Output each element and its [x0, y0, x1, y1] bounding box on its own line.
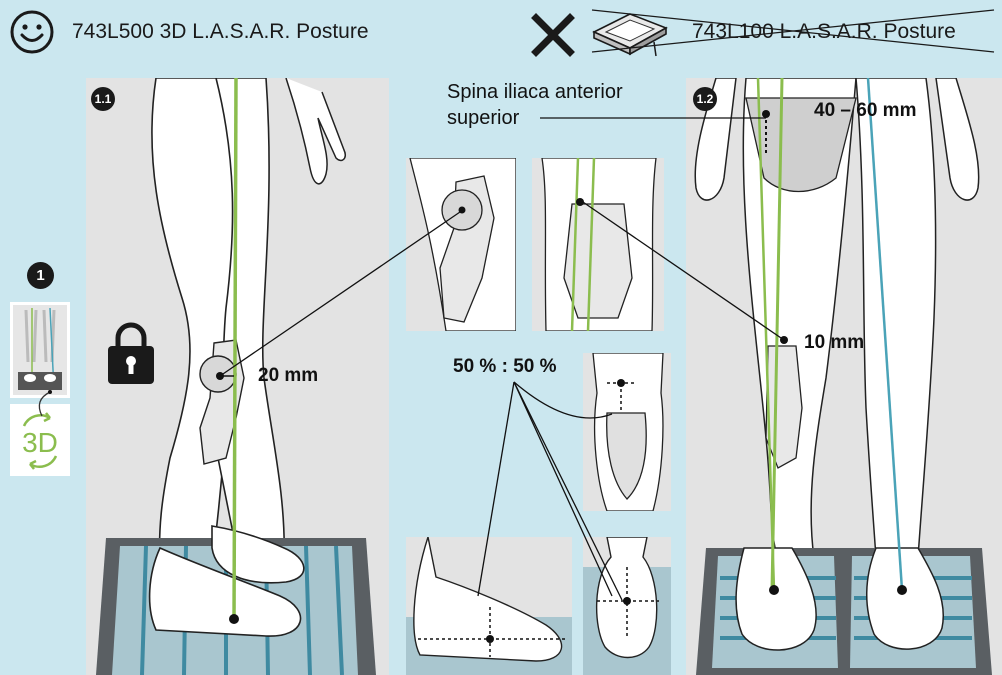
detail-shoe-front: [583, 537, 671, 675]
svg-text:3D: 3D: [22, 427, 58, 458]
device-icon: [590, 8, 670, 60]
step-badge: 1: [27, 262, 54, 289]
ratio-label: 50 % : 50 %: [453, 356, 557, 377]
detail-knee-joint: [406, 158, 516, 331]
lock-icon: [106, 320, 156, 386]
cross-icon: [530, 12, 576, 58]
panel-front-view: 1.2 40 – 60 mm 10 mm: [686, 78, 1002, 675]
thumbnail-connector: [38, 390, 52, 417]
product-title-left: 743L500 3D L.A.S.A.R. Posture: [72, 20, 369, 43]
detail-shoe-side: [406, 537, 572, 675]
panel-side-view: 1.1 20 mm: [86, 78, 389, 675]
panel-number-1-2: 1.2: [693, 87, 717, 111]
3d-rotate-icon: 3D: [10, 404, 70, 476]
product-title-right: 743L100 L.A.S.A.R. Posture: [692, 20, 956, 43]
posture-thumbnail: [10, 302, 70, 398]
smiley-icon: [9, 9, 55, 55]
measurement-10mm: 10 mm: [804, 332, 865, 353]
strike-through-lines: [591, 9, 995, 53]
measurement-20mm: 20 mm: [258, 365, 319, 386]
detail-knee-front: [532, 158, 664, 331]
panel-number-1-1: 1.1: [91, 87, 115, 111]
detail-foot-center-top: [583, 353, 671, 511]
spina-label-line1: Spina iliaca anterior: [447, 81, 623, 103]
spina-label-line2: superior: [447, 107, 520, 129]
measurement-40-60mm: 40 – 60 mm: [814, 100, 917, 121]
